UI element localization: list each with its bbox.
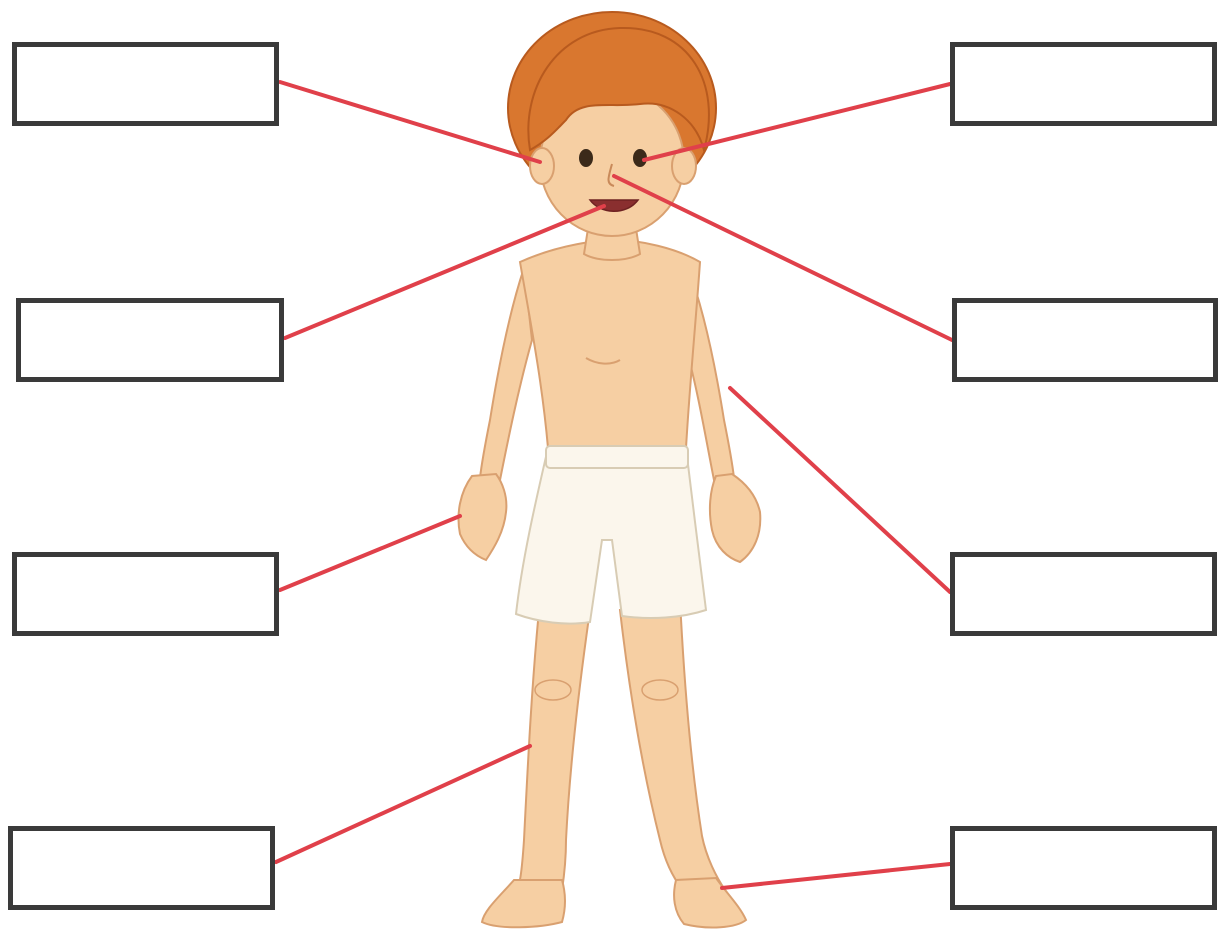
left-hand <box>459 474 507 560</box>
answer-input-foot[interactable] <box>955 830 1212 906</box>
leader-line-arm <box>730 388 950 592</box>
answer-box-arm[interactable] <box>950 552 1217 636</box>
answer-box-foot[interactable] <box>950 826 1217 910</box>
answer-input-hair[interactable] <box>17 46 274 122</box>
leader-line-hand <box>280 516 460 590</box>
answer-input-arm[interactable] <box>955 556 1212 632</box>
leader-line-hair <box>280 82 540 162</box>
answer-box-eye[interactable] <box>950 42 1217 126</box>
leader-line-foot <box>722 864 950 888</box>
answer-box-leg[interactable] <box>8 826 275 910</box>
shorts-body <box>516 448 706 624</box>
left-ear <box>530 148 554 184</box>
answer-box-mouth[interactable] <box>16 298 284 382</box>
shorts <box>516 446 706 624</box>
legs <box>514 600 728 902</box>
feet <box>482 878 746 927</box>
answer-input-eye[interactable] <box>955 46 1212 122</box>
answer-box-hair[interactable] <box>12 42 279 126</box>
answer-input-mouth[interactable] <box>21 302 279 378</box>
waistband <box>546 446 688 468</box>
right-hand <box>710 474 760 562</box>
torso <box>520 240 700 448</box>
answer-box-nose[interactable] <box>952 298 1218 382</box>
left-leg <box>514 600 590 902</box>
right-leg <box>620 600 728 898</box>
head <box>508 12 716 236</box>
answer-input-leg[interactable] <box>13 830 270 906</box>
left-arm <box>480 268 532 480</box>
answer-box-hand[interactable] <box>12 552 279 636</box>
answer-input-hand[interactable] <box>17 556 274 632</box>
leader-line-leg <box>276 746 530 862</box>
left-eye <box>579 149 593 167</box>
left-foot <box>482 880 565 927</box>
answer-input-nose[interactable] <box>957 302 1213 378</box>
